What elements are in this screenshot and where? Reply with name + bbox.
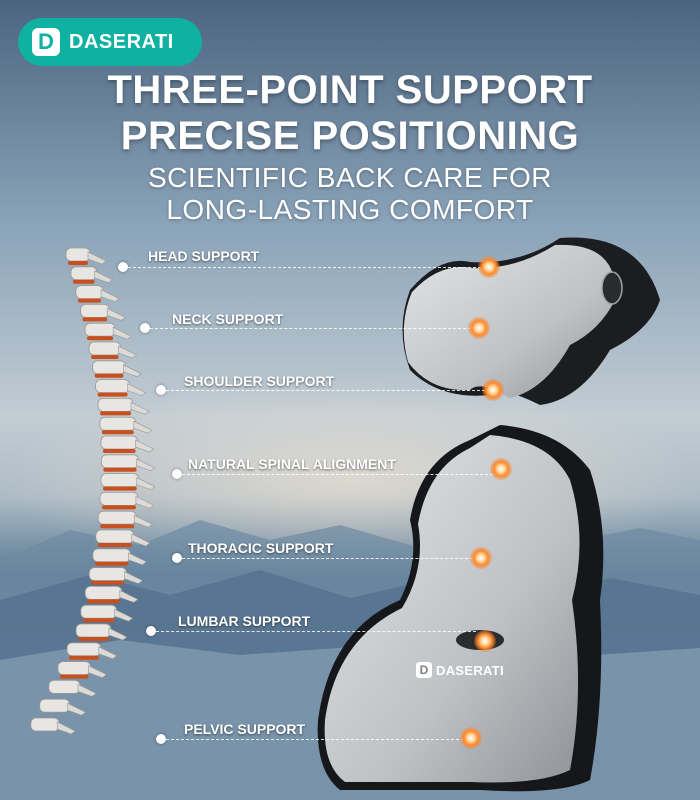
spinal-disc [101, 430, 134, 435]
spinous-process [118, 345, 138, 359]
pillow-brand-logo: D DASERATI [416, 662, 504, 678]
spinous-process [119, 589, 139, 603]
callout-line [182, 558, 478, 559]
d-logo-icon: D [416, 662, 432, 678]
spinal-disc [87, 599, 120, 604]
callout-label: NATURAL SPINAL ALIGNMENT [188, 456, 396, 472]
spinous-process [123, 364, 142, 378]
spinous-process [133, 420, 153, 434]
callout-label: THORACIC SUPPORT [188, 540, 334, 556]
callout-dot [140, 323, 150, 333]
spinal-disc [72, 279, 95, 284]
callout-dot [156, 734, 166, 744]
headline-line-1: THREE-POINT SUPPORT [107, 68, 593, 112]
spinous-process [88, 665, 108, 678]
orange-glow-marker [478, 256, 500, 278]
brand-badge: D DASERATI [18, 18, 202, 66]
spinous-process [98, 646, 118, 660]
spinous-process [112, 326, 132, 340]
spinous-process [127, 383, 147, 396]
spinous-process [136, 458, 156, 472]
spinal-disc [91, 580, 125, 585]
spinal-disc [94, 373, 124, 378]
orange-glow-marker [460, 727, 482, 749]
callout-label: HEAD SUPPORT [148, 248, 260, 264]
callout-label: NECK SUPPORT [172, 311, 284, 327]
spinous-process [100, 289, 120, 302]
orange-glow-marker [482, 379, 504, 401]
spinal-disc [59, 674, 89, 679]
spinous-process [106, 307, 126, 321]
callout-line [182, 474, 498, 475]
callout-dot [172, 553, 182, 563]
spinal-disc [86, 336, 114, 341]
spinal-disc [69, 655, 99, 660]
spinal-disc [100, 524, 135, 529]
brand-name: DASERATI [69, 30, 174, 53]
spinous-process [135, 495, 155, 509]
spinal-disc [77, 298, 102, 303]
spinous-process [133, 514, 153, 528]
spinal-disc [102, 486, 137, 491]
spinous-process [67, 702, 87, 716]
callout-label: LUMBAR SUPPORT [178, 613, 311, 629]
spinal-disc [94, 561, 129, 566]
pillow-brand-name: DASERATI [436, 662, 504, 678]
spinous-process [77, 683, 97, 697]
callout-dot [146, 626, 156, 636]
neck-pillow-image [402, 237, 660, 405]
callout-line [156, 631, 476, 632]
subheadline-line-1: SCIENTIFIC BACK CARE FOR [147, 162, 553, 193]
callout-line [166, 390, 490, 391]
orange-glow-marker [474, 630, 496, 652]
spinous-process [135, 439, 155, 453]
orange-glow-marker [468, 317, 490, 339]
spinal-disc [97, 392, 128, 397]
spinous-process [94, 270, 114, 284]
spinous-process [56, 721, 76, 735]
callout-dot [172, 469, 182, 479]
spinal-disc [78, 637, 109, 641]
callout-label: PELVIC SUPPORT [184, 721, 306, 737]
spinal-disc [103, 467, 137, 472]
spinous-process [124, 571, 144, 584]
callout-line [150, 328, 476, 329]
spinal-disc [91, 355, 119, 359]
spinous-process [108, 627, 128, 641]
spinal-disc [102, 449, 136, 453]
spinal-disc [68, 261, 88, 265]
spinous-process [130, 401, 150, 415]
spinous-process [131, 533, 151, 547]
spinous-process [114, 608, 134, 622]
spinal-disc [82, 618, 115, 623]
spinous-process [136, 477, 156, 490]
spinous-process [87, 251, 107, 265]
callout-line [166, 739, 464, 740]
subheadline-line-2: LONG-LASTING COMFORT [166, 194, 534, 225]
orange-glow-marker [490, 458, 512, 480]
callout-dot [156, 385, 166, 395]
headline-line-2: PRECISE POSITIONING [120, 114, 580, 158]
orange-glow-marker [470, 547, 492, 569]
spinal-disc [97, 543, 132, 547]
callout-dot [118, 262, 128, 272]
callout-line [128, 267, 486, 268]
spinous-process [128, 552, 148, 566]
spinal-disc [82, 317, 108, 322]
spinal-disc [100, 411, 132, 416]
d-logo-icon: D [32, 28, 60, 56]
spinal-disc [101, 505, 136, 510]
callout-label: SHOULDER SUPPORT [184, 373, 335, 389]
